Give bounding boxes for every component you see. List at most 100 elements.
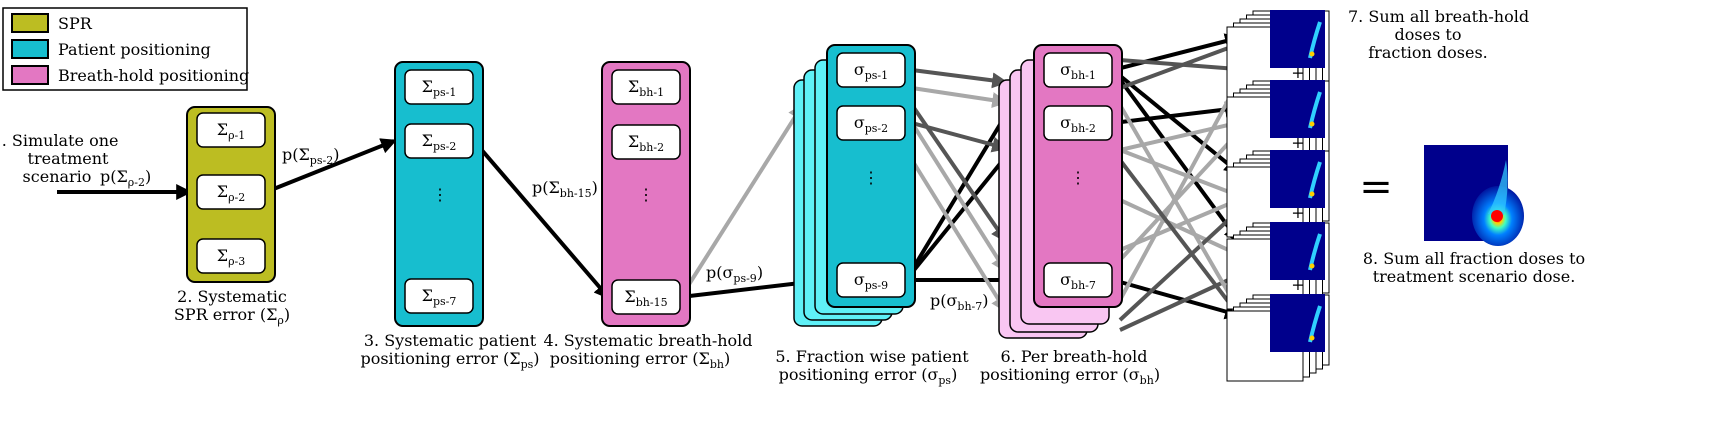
pbh-item-box xyxy=(1043,105,1113,141)
prob-spr: p(Σρ-2) xyxy=(100,167,151,189)
spr-item-box xyxy=(196,174,266,210)
bh-item-label: Σbh-1 xyxy=(628,77,664,99)
column-fraction-patient: σps-1 σps-2 σps-9 ⋮ 5. Fraction wise patie… xyxy=(775,44,969,387)
legend-swatch-breath xyxy=(11,65,49,85)
fps-caption-line-1: 5. Fraction wise patient xyxy=(775,347,969,366)
fps-item-label: σps-2 xyxy=(854,113,888,135)
fps-caption-line-2: positioning error (σps) xyxy=(779,365,958,387)
ps-caption-line-2: positioning error (Σps) xyxy=(360,349,539,371)
dose-spot xyxy=(1309,51,1315,57)
arrow-fps-alt-4 xyxy=(910,121,1007,273)
pbh-item-label: σbh-2 xyxy=(1060,113,1096,135)
pbh-item-box xyxy=(1043,262,1113,298)
arrow-spr-to-ps xyxy=(265,138,397,194)
pbh-item-label: σbh-1 xyxy=(1060,60,1096,82)
spr-caption-line-1: 2. Systematic xyxy=(177,287,287,306)
legend-swatch-patient xyxy=(11,39,49,59)
bh-item-3: Σbh-15 xyxy=(611,279,681,315)
legend-swatch-spr xyxy=(11,13,49,33)
pbh-ellipsis: ⋮ xyxy=(1070,168,1086,187)
step8-line-2: treatment scenario dose. xyxy=(1373,267,1576,286)
pbh-item-1: σbh-1 xyxy=(1043,52,1113,88)
prob-ps: p(Σps-2) xyxy=(282,145,339,167)
step7-line-2: doses to xyxy=(1395,25,1462,44)
legend-label-breath: Breath-hold positioning xyxy=(58,66,249,85)
spr-caption-line-2: SPR error (Σρ) xyxy=(174,305,290,327)
pbh-caption-line-1: 6. Per breath-hold xyxy=(1001,347,1148,366)
fps-item-3: σps-9 xyxy=(836,262,906,298)
spr-item-3: Σρ-3 xyxy=(196,238,266,274)
ps-item-box xyxy=(404,123,474,159)
ps-item-label: Σps-1 xyxy=(422,77,457,99)
step7-line-3: fraction doses. xyxy=(1368,43,1488,62)
fps-item-1: σps-1 xyxy=(836,52,906,88)
ps-item-3: Σps-7 xyxy=(404,278,474,314)
fps-item-box xyxy=(836,105,906,141)
bh-item-box xyxy=(611,279,681,315)
equals-sign: = xyxy=(1359,164,1393,210)
treatment-scenario-dose xyxy=(1424,145,1524,246)
arrow-fps-alt-6 xyxy=(910,158,1007,313)
column-spr: Σρ-1Σρ-2Σρ-3 2. Systematic SPR error (Σρ… xyxy=(174,106,290,327)
fps-item-box xyxy=(836,262,906,298)
arrow-fps-alt-5 xyxy=(910,103,1007,243)
bh-item-box xyxy=(611,124,681,160)
spr-item-2: Σρ-2 xyxy=(196,174,266,210)
final-dose-streak xyxy=(1488,160,1508,215)
plus-sign: + xyxy=(1291,203,1304,222)
spr-item-1: Σρ-1 xyxy=(196,112,266,148)
breathhold-dose-stacks: + + + + xyxy=(1226,10,1330,382)
pbh-item-box xyxy=(1043,52,1113,88)
arrow-pbh7-to-dose5 xyxy=(1112,278,1242,320)
pbh-item-2: σbh-2 xyxy=(1043,105,1113,141)
ps-caption-line-1: 3. Systematic patient xyxy=(364,331,537,350)
plus-sign: + xyxy=(1291,275,1304,294)
dose-spot xyxy=(1309,335,1315,341)
step1-line-1: 1. Simulate one xyxy=(0,131,118,150)
ps-item-1: Σps-1 xyxy=(404,69,474,105)
arrow-fps-alt-1 xyxy=(911,86,1009,109)
step8-line-1: 8. Sum all fraction doses to xyxy=(1363,249,1585,268)
arrow-ps-to-bh xyxy=(472,139,611,300)
column-per-breathhold: σbh-1 σbh-2 σbh-7 ⋮ 6. Per breath-hold pos… xyxy=(980,44,1160,387)
fps-item-2: σps-2 xyxy=(836,105,906,141)
final-dose-peak xyxy=(1491,210,1503,222)
dose-spot xyxy=(1309,121,1315,127)
step1-line-3: scenario xyxy=(23,167,92,186)
spr-item-label: Σρ-2 xyxy=(217,182,246,204)
bh-item-label: Σbh-2 xyxy=(628,132,664,154)
ps-item-label: Σps-2 xyxy=(422,131,457,153)
legend-label-patient: Patient positioning xyxy=(58,40,211,59)
bh-caption-line-2: positioning error (Σbh) xyxy=(550,349,731,371)
prob-bh: p(Σbh-15) xyxy=(532,178,598,200)
arrow-pbh2-to-dose2 xyxy=(1112,101,1242,125)
legend: SPR Patient positioning Breath-hold posi… xyxy=(2,7,249,91)
bh-item-2: Σbh-2 xyxy=(611,124,681,160)
spr-item-box xyxy=(196,238,266,274)
fps-ellipsis: ⋮ xyxy=(863,168,879,187)
plus-sign: + xyxy=(1291,63,1304,82)
arrow-layer xyxy=(57,33,1254,333)
step8-label: 8. Sum all fraction doses to treatment s… xyxy=(1363,249,1585,286)
bh-item-label: Σbh-15 xyxy=(624,287,667,309)
fps-item-label: σps-9 xyxy=(854,270,888,292)
prob-fps: p(σps-9) xyxy=(706,263,763,285)
pbh-item-label: σbh-7 xyxy=(1060,270,1096,292)
step7-label: 7. Sum all breath-hold doses to fraction… xyxy=(1348,7,1529,62)
arrow-bh-to-fps-alt xyxy=(679,103,804,299)
step7-line-1: 7. Sum all breath-hold xyxy=(1348,7,1529,26)
spr-item-box xyxy=(196,112,266,148)
pbh-caption-line-2: positioning error (σbh) xyxy=(980,365,1160,387)
arrow-pbh1-to-dose1 xyxy=(1112,33,1242,72)
dose-spot xyxy=(1309,263,1315,269)
bh-item-box xyxy=(611,69,681,105)
arrow-fps-alt-2 xyxy=(911,68,1009,89)
spr-item-label: Σρ-3 xyxy=(217,246,246,268)
spr-item-label: Σρ-1 xyxy=(217,120,246,142)
ps-item-box xyxy=(404,278,474,314)
step1-label: 1. Simulate one treatment scenario xyxy=(0,131,118,186)
plus-sign: + xyxy=(1291,133,1304,152)
fps-item-label: σps-1 xyxy=(854,60,888,82)
